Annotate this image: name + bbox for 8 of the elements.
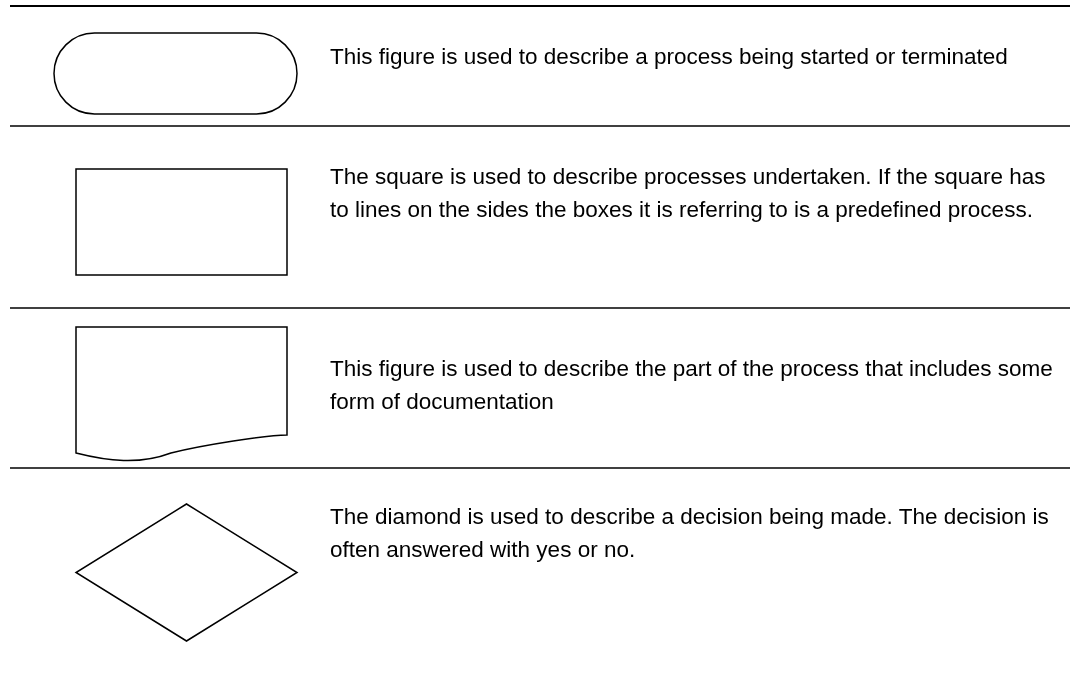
description-text: This figure is used to describe the part of the process that includes some form of documentation [330, 355, 1054, 416]
process-box [76, 169, 287, 275]
description-text: The square is used to describe processes undertaken. If the square has to lines on the sides the boxes it is referring to is a predefined process. [330, 163, 1047, 224]
document-shape [76, 327, 287, 461]
description-text: The diamond is used to describe a decision being made. The decision is often answered with yes or no. [330, 503, 1050, 564]
description-text: This figure is used to describe a process being started or terminated [330, 43, 1009, 71]
decision-diamond [76, 504, 297, 641]
terminator-shape [54, 33, 297, 114]
